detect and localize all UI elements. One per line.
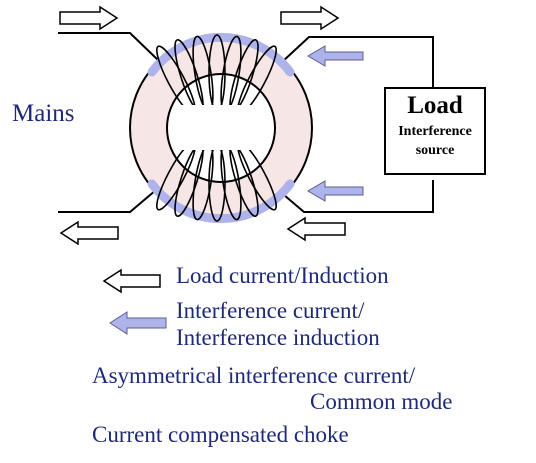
legend-choke-text: Current compensated choke [92,422,349,447]
legend-asymmetrical-text-line-2: Common mode [310,389,453,414]
circuit-wires [58,32,434,213]
mains-label: Mains [12,100,75,127]
interference-arrow-bottom [307,180,364,202]
load-current-arrows [59,5,346,294]
load-label: Load [407,92,463,119]
load-arrow-bottom-left [59,220,119,246]
legend-interference-text-line-2: Interference induction [176,325,380,350]
winding-bottom [147,150,295,224]
legend-load-arrow [102,268,161,294]
legend-asymmetrical-text-line-1: Asymmetrical interference current/ [92,363,416,388]
legend-interference-text-line-1: Interference current/ [176,298,365,323]
interference-source-label-line-2: source [415,143,455,158]
interference-arrows [109,45,364,335]
legend-interference-arrow [109,311,167,335]
legend-load-current-text: Load current/Induction [176,263,389,288]
interference-source-label-line-1: Interference [398,124,472,139]
load-arrow-bottom-right [286,216,346,242]
interference-arrow-top [307,45,364,67]
load-arrow-top-right [280,5,340,31]
winding-top [147,32,295,105]
load-box [384,87,486,175]
load-arrow-top-left [59,5,119,31]
